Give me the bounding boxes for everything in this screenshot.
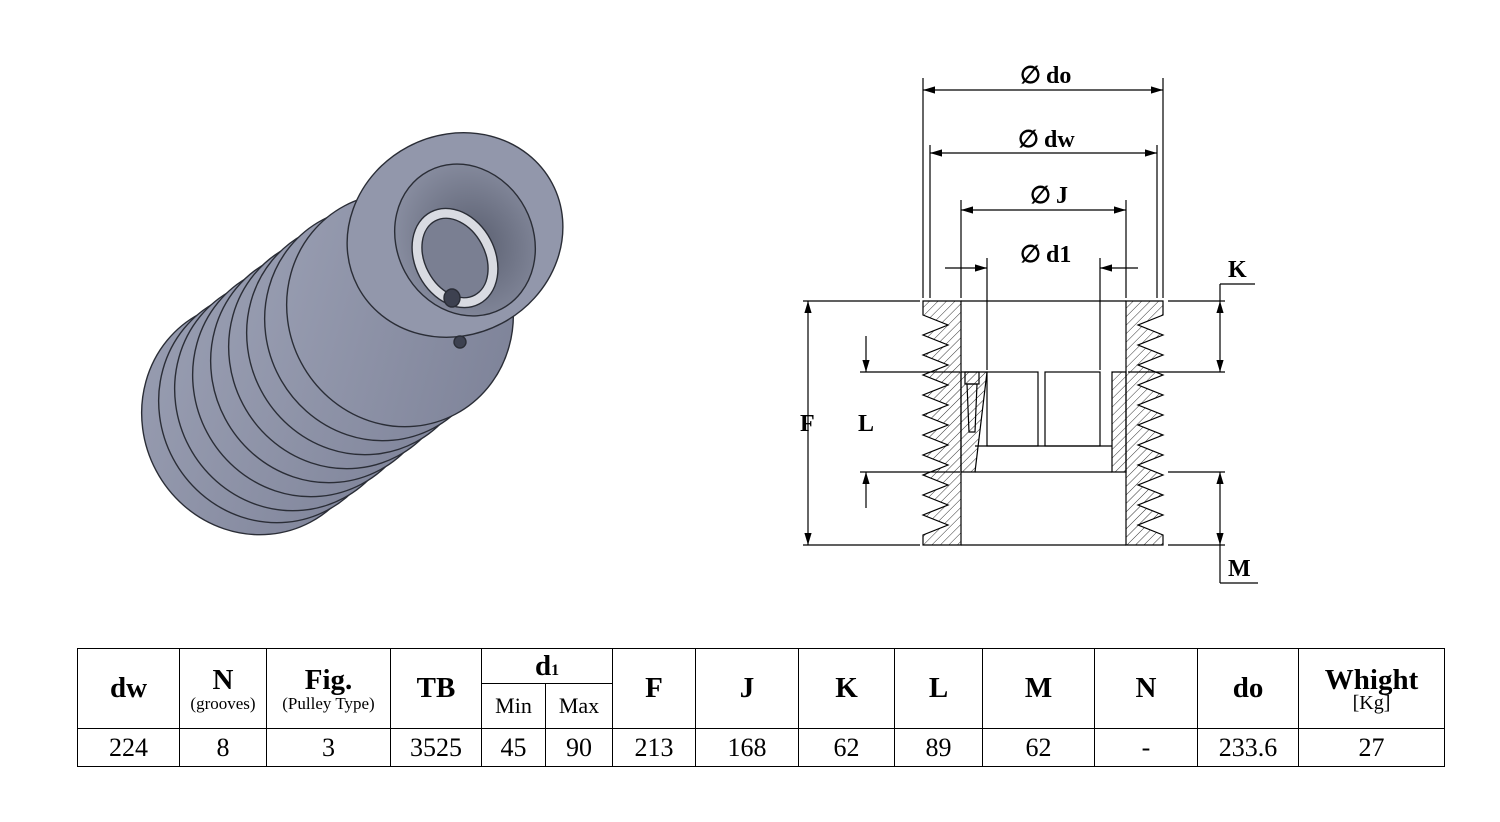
- cell-k: 62: [798, 728, 896, 767]
- header-n-grooves: N (grooves): [179, 648, 267, 729]
- cell-d1-min: 45: [481, 728, 546, 767]
- header-k: K: [798, 648, 896, 729]
- cell-n2: -: [1094, 728, 1199, 767]
- table-row: 224 8 3 3525 45 90 213 168 62 89 62 - 23…: [77, 728, 1446, 767]
- pulley-section-drawing: ∅ do ∅ dw ∅ J ∅ d1 K F L M: [800, 63, 1258, 584]
- header-d1-min: Min: [481, 683, 546, 729]
- cell-j: 168: [695, 728, 800, 767]
- diameter-symbol-d1: ∅: [1020, 242, 1041, 268]
- diameter-symbol-do: ∅: [1020, 63, 1041, 89]
- cell-fig: 3: [266, 728, 391, 767]
- label-d1: d1: [1046, 242, 1071, 268]
- header-l: L: [894, 648, 984, 729]
- label-k: K: [1228, 257, 1247, 283]
- label-dw: dw: [1044, 127, 1075, 153]
- label-f: F: [800, 411, 815, 437]
- header-n: N: [1094, 648, 1199, 729]
- header-f: F: [612, 648, 697, 729]
- cell-tb: 3525: [390, 728, 482, 767]
- cell-d1-max: 90: [544, 728, 614, 767]
- cell-n: 8: [179, 728, 267, 767]
- header-fig: Fig. (Pulley Type): [266, 648, 391, 729]
- label-do: do: [1046, 63, 1071, 89]
- header-m: M: [982, 648, 1096, 729]
- header-tb: TB: [390, 648, 482, 729]
- header-weight: Whight [Kg]: [1298, 648, 1446, 729]
- label-m: M: [1228, 556, 1251, 582]
- header-d1: d1: [480, 648, 614, 684]
- header-do: do: [1197, 648, 1300, 729]
- label-j: J: [1056, 183, 1068, 209]
- cell-dw: 224: [77, 728, 180, 767]
- pulley-3d-render: [140, 132, 564, 536]
- diameter-symbol-j: ∅: [1030, 183, 1051, 209]
- spec-table: dw N (grooves) Fig. (Pulley Type) TB d1 …: [77, 648, 1446, 767]
- cell-m: 62: [982, 728, 1096, 767]
- cell-weight: 27: [1298, 728, 1446, 767]
- diameter-symbol-dw: ∅: [1018, 127, 1039, 153]
- label-l: L: [858, 411, 874, 437]
- cell-l: 89: [894, 728, 984, 767]
- header-j: J: [695, 648, 800, 729]
- cell-do: 233.6: [1197, 728, 1300, 767]
- header-dw: dw: [77, 648, 180, 729]
- header-d1-max: Max: [544, 683, 614, 729]
- cell-f: 213: [612, 728, 697, 767]
